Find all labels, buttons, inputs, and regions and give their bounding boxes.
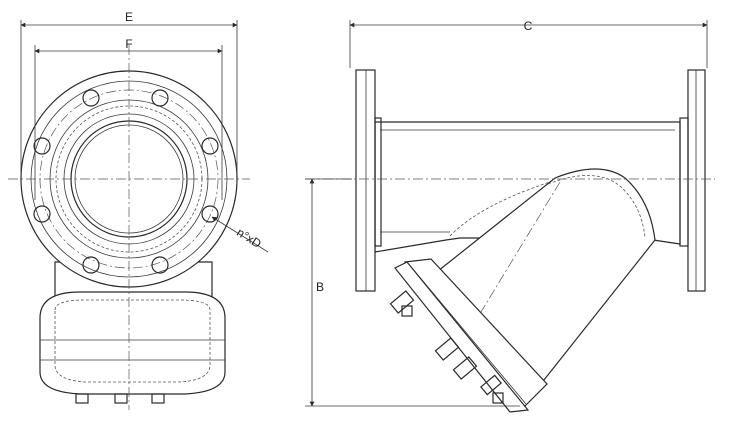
- side-view: C B: [305, 19, 715, 413]
- dimension-b-label: B: [316, 280, 324, 294]
- side-view-left-flange: [355, 69, 382, 292]
- side-view-cover-flange: [389, 258, 548, 413]
- front-view: E F n°xD: [8, 10, 269, 410]
- dimension-e-label: E: [125, 10, 133, 24]
- dimension-b: B: [305, 178, 520, 407]
- side-view-right-flange: [679, 69, 706, 292]
- dimension-f-label: F: [125, 37, 132, 51]
- dimension-c-label: C: [524, 19, 533, 33]
- dimension-e: E: [20, 10, 238, 175]
- dimension-f: F: [34, 37, 223, 200]
- dimension-c: C: [349, 19, 708, 68]
- front-view-bolt-holes: [33, 89, 219, 274]
